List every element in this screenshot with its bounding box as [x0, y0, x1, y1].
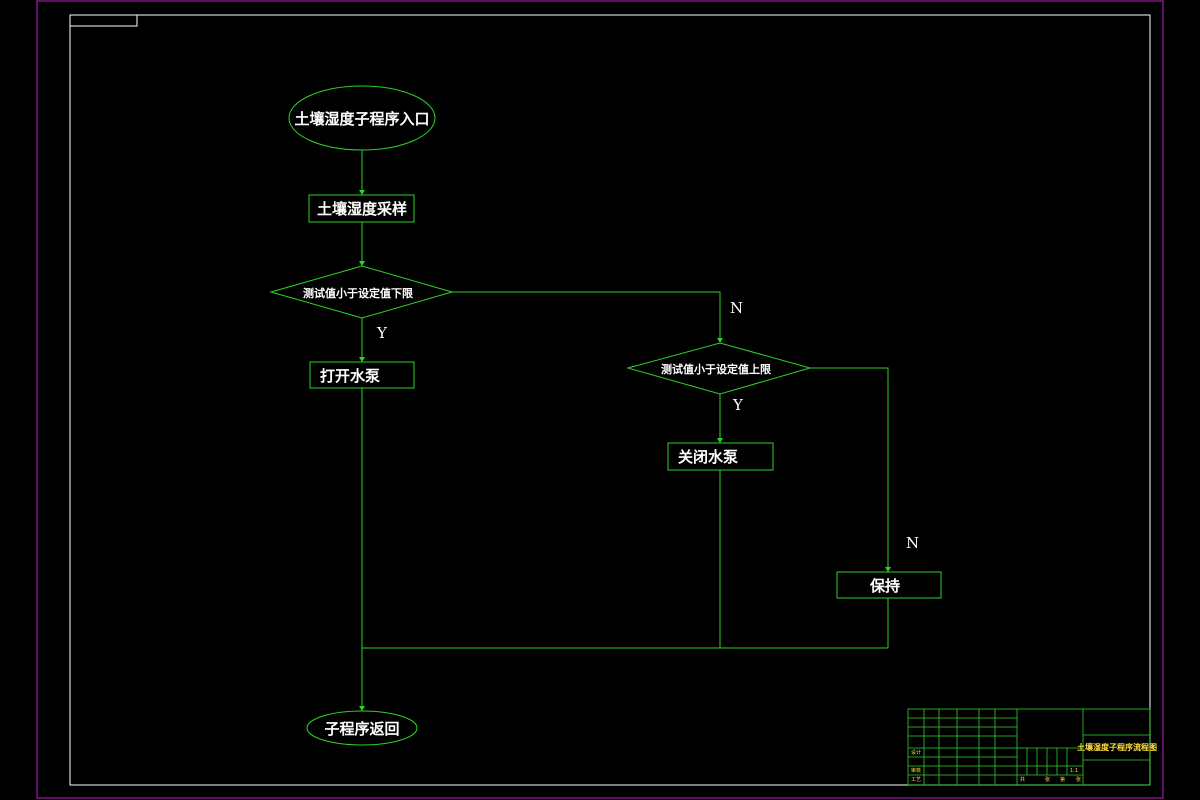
decision-low-no-label: N	[730, 299, 743, 317]
tb-design: 设计	[911, 749, 921, 756]
arrowhead	[885, 567, 891, 572]
close-pump-label: 关闭水泵	[678, 448, 738, 466]
outer-frame	[36, 0, 1164, 799]
open-pump-box	[309, 361, 415, 389]
decision-low-yes-label: Y	[376, 324, 388, 342]
sample-label: 土壤湿度采样	[317, 200, 407, 218]
tb-process: 工艺	[911, 777, 921, 783]
decision-high-diamond	[626, 342, 812, 395]
connectors	[359, 150, 891, 711]
sample-process-box	[308, 194, 415, 223]
decision-high-no-label: N	[906, 534, 919, 552]
tb-sheet-total: 共	[1020, 776, 1025, 783]
tb-sheet-unit-2: 张	[1076, 776, 1081, 783]
decision-low-label: 测试值小于设定值下限	[303, 286, 413, 300]
title-block: 土壤湿度子程序流程图 设计 审核 工艺 1:1 共 张 第 张	[907, 708, 1157, 786]
arrowhead	[717, 338, 723, 343]
hold-box	[836, 571, 942, 599]
drawing-title: 土壤湿度子程序流程图	[1077, 742, 1157, 752]
close-pump-box	[667, 442, 774, 471]
tb-sheet-unit-1: 张	[1045, 776, 1050, 783]
hold-label: 保持	[869, 577, 900, 595]
decision-high-label: 测试值小于设定值上限	[661, 362, 771, 376]
arrowhead	[359, 357, 365, 362]
tb-check: 审核	[911, 767, 921, 774]
start-label: 土壤湿度子程序入口	[294, 110, 429, 128]
open-pump-label: 打开水泵	[320, 367, 380, 385]
start-terminator	[288, 85, 436, 151]
decision-high-yes-label: Y	[732, 396, 744, 414]
arrowhead	[359, 706, 365, 711]
arrowhead	[359, 261, 365, 266]
tb-scale: 1:1	[1070, 768, 1078, 774]
inner-frame	[69, 14, 1151, 786]
corner-tag-box	[69, 14, 138, 27]
arrow-no-to-decision-high	[452, 291, 721, 343]
end-terminator	[306, 710, 418, 746]
decision-low-diamond	[269, 265, 454, 319]
title-block-border	[907, 708, 1151, 786]
arrowhead	[359, 190, 365, 195]
end-label: 子程序返回	[324, 720, 399, 738]
arrow-no-to-hold	[810, 367, 889, 572]
arrowhead	[717, 438, 723, 443]
tb-sheet-no: 第	[1060, 776, 1065, 783]
